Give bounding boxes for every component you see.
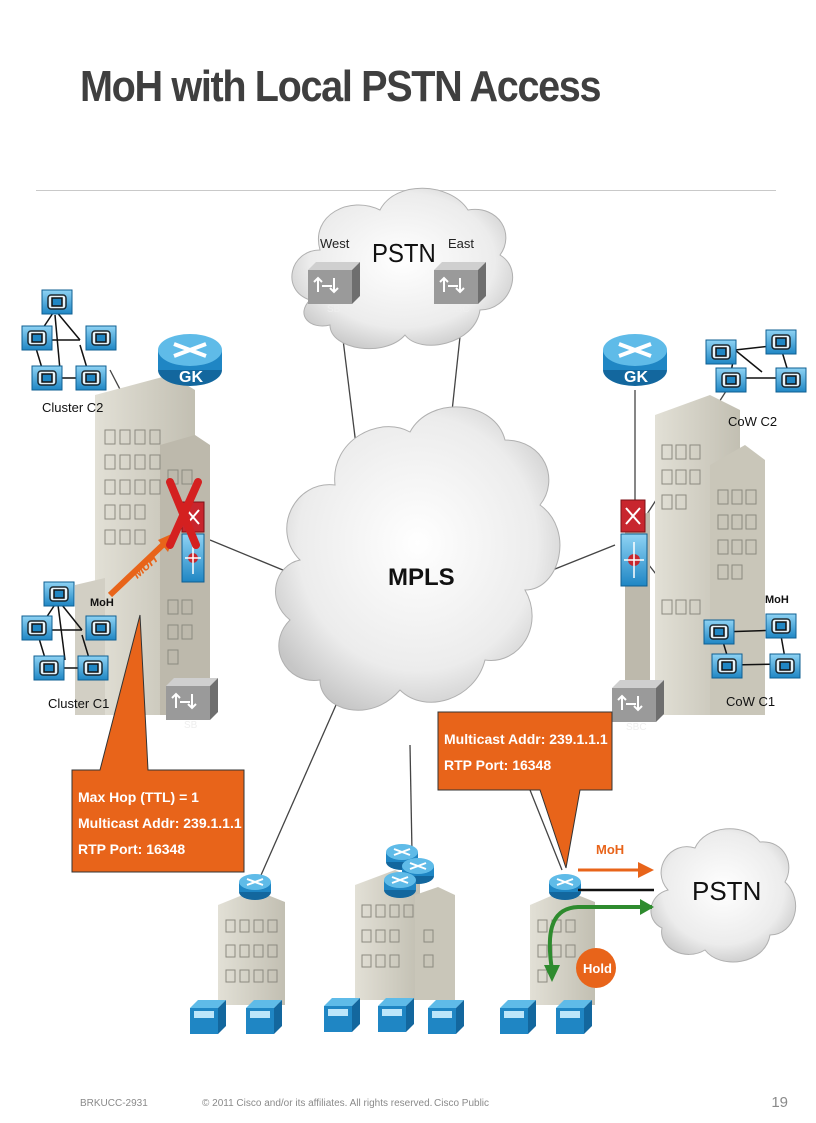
left-callout-line-1: Max Hop (TTL) = 1 (78, 789, 199, 805)
ip-phone-icon (500, 1000, 536, 1034)
right-callout (437, 711, 613, 869)
sbc-east-label: SBC (449, 304, 470, 315)
cow-c2 (705, 329, 807, 393)
moh-left-label: MoH (90, 597, 114, 609)
pstn-west-sb-icon (307, 261, 361, 305)
footer-session-id: BRKUCC-2931 (80, 1098, 148, 1109)
cluster-c2 (21, 289, 117, 391)
ip-phone-icon (246, 1000, 282, 1034)
cluster-c1-label: Cluster C1 (48, 696, 109, 711)
pstn-cloud-right (650, 828, 797, 963)
ip-phone-icon (428, 1000, 464, 1034)
moh-right-label: MoH (765, 594, 789, 606)
hold-badge (576, 948, 616, 988)
right-sbc-icon (611, 679, 665, 723)
left-callout (71, 614, 245, 873)
footer-copyright: © 2011 Cisco and/or its affiliates. All … (202, 1098, 433, 1109)
pstn-east-label: East (448, 236, 474, 251)
left-callout-line-3: RTP Port: 16348 (78, 841, 185, 857)
sbc-right-label: SBC (626, 722, 647, 733)
right-callout-line-1: Multicast Addr: 239.1.1.1 (444, 731, 608, 747)
slide-title: MoH with Local PSTN Access (80, 62, 602, 111)
moh-flow-arrow (578, 862, 654, 892)
gk-right-label: GK (624, 369, 648, 386)
pstn-west-label: West (320, 236, 350, 251)
gk-left-label: GK (179, 369, 203, 386)
ip-phone-icon (556, 1000, 592, 1034)
right-firewall-icon (620, 499, 646, 533)
pstn-top-label: PSTN (372, 239, 436, 268)
cow-c2-label: CoW C2 (728, 414, 777, 429)
mpls-label: MPLS (388, 564, 455, 591)
ip-phone-icon (378, 998, 414, 1032)
footer-classification: Cisco Public (434, 1098, 490, 1109)
branch3-voice-router-icon (548, 873, 582, 901)
pstn-east-sbc-icon (433, 261, 487, 305)
left-sb-icon (165, 677, 219, 721)
pstn-right-label: PSTN (692, 876, 761, 906)
hold-label: Hold (583, 961, 612, 976)
blocked-x-icon (166, 478, 202, 549)
branch1-voice-router-icon (238, 873, 272, 901)
cow-c1-label: CoW C1 (726, 694, 775, 709)
ip-phone-icon (324, 998, 360, 1032)
pstn-cloud-top (291, 187, 514, 349)
sb-west-label: SB (327, 304, 341, 315)
ip-phone-icon (190, 1000, 226, 1034)
moh-flow-label: MoH (596, 842, 624, 857)
sb-left-label: SB (184, 720, 198, 731)
cluster-c2-label: Cluster C2 (42, 400, 103, 415)
branch-building-1 (218, 890, 285, 1005)
cluster-c1 (21, 581, 117, 681)
right-callout-line-2: RTP Port: 16348 (444, 757, 551, 773)
left-callout-line-2: Multicast Addr: 239.1.1.1 (78, 815, 242, 831)
right-switch-icon (620, 533, 648, 587)
mpls-cloud (275, 406, 561, 711)
network-diagram: MoH PSTN West East MPLS PSTN GK GK SB SB… (21, 187, 807, 1034)
cow-c1 (703, 613, 801, 679)
page-number: 19 (771, 1094, 788, 1111)
hold-return-arrow (544, 899, 654, 982)
branch2-voice-router-icon-c (383, 871, 417, 899)
